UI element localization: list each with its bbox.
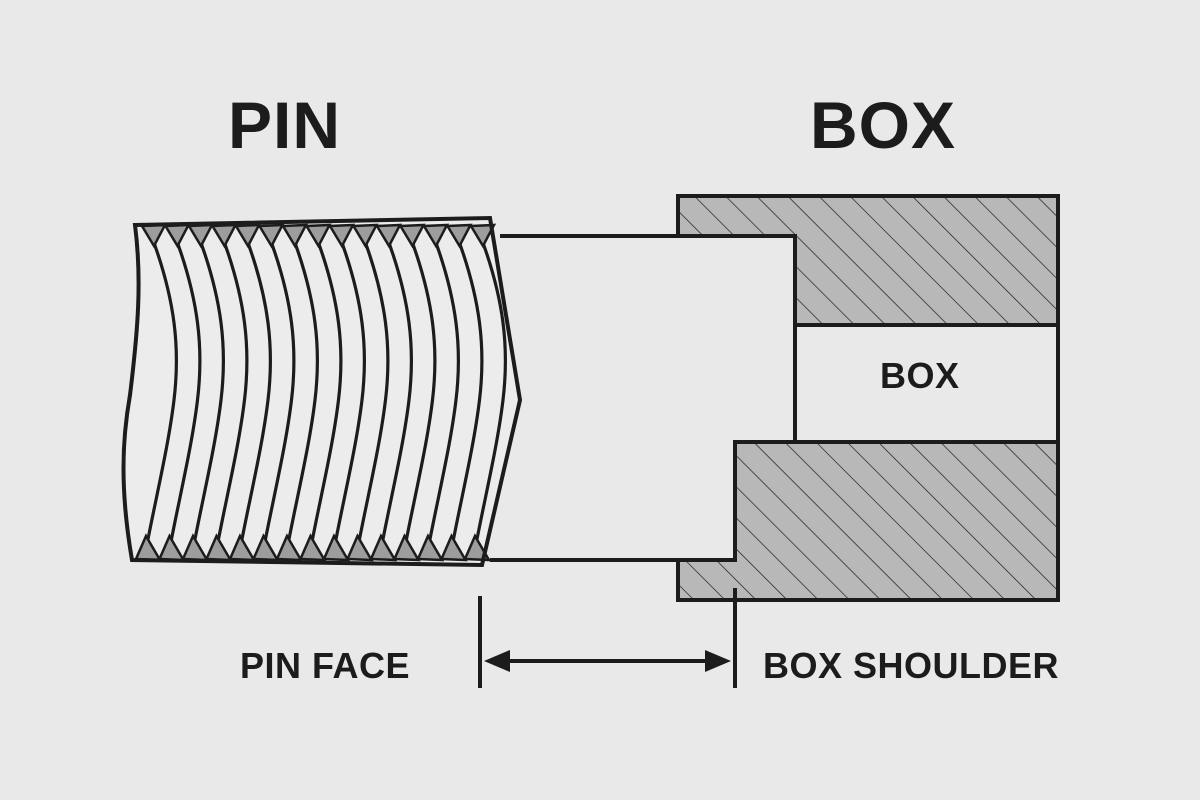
thread-tooth-top — [257, 223, 285, 249]
pin-nose — [490, 234, 797, 562]
pin-threaded-section — [121, 215, 523, 568]
thread-tooth-top — [304, 223, 332, 249]
thread-crest-line — [377, 231, 414, 561]
thread-tooth-bottom — [251, 533, 280, 562]
thread-crest-line — [142, 231, 179, 561]
box-shoulder-label: BOX SHOULDER — [763, 645, 1060, 686]
thread-tooth-top — [421, 223, 450, 249]
thread-crest-line — [400, 231, 437, 561]
thread-tooth-bottom — [275, 533, 304, 562]
thread-tooth-bottom — [322, 533, 351, 562]
pin-face-label: PIN FACE — [240, 645, 411, 686]
box-title: BOX — [810, 88, 957, 162]
thread-crest-line — [471, 231, 508, 561]
thread-tooth-bottom — [392, 533, 421, 562]
thread-tooth-bottom — [439, 533, 468, 562]
thread-crest-line — [353, 231, 390, 561]
thread-tooth-top — [445, 223, 473, 249]
thread-tooth-top — [468, 223, 497, 249]
thread-tooth-bottom — [416, 533, 445, 562]
thread-tooth-top — [327, 223, 356, 249]
thread-tooth-top — [351, 223, 379, 249]
thread-tooth-bottom — [345, 533, 374, 562]
pin-title: PIN — [228, 88, 342, 162]
thread-tooth-top — [398, 223, 426, 249]
box-bore-label: BOX — [880, 355, 960, 396]
thread-tooth-bottom — [228, 533, 257, 562]
thread-crest-line — [212, 231, 249, 561]
thread-crest-line — [165, 231, 202, 561]
thread-tooth-top — [233, 223, 262, 249]
thread-crest-line — [236, 231, 273, 561]
thread-tooth-bottom — [369, 533, 398, 562]
thread-crest-line — [283, 231, 320, 561]
thread-crest-line — [447, 231, 484, 561]
thread-tooth-top — [210, 223, 238, 249]
dimension-arrow-left — [484, 650, 510, 672]
thread-crest-line — [259, 231, 296, 561]
thread-crest-line — [189, 231, 226, 561]
thread-tooth-top — [280, 223, 309, 249]
thread-crest-line — [424, 231, 461, 561]
thread-tooth-bottom — [298, 533, 327, 562]
thread-crest-line — [330, 231, 367, 561]
dimension-arrow-right — [705, 650, 731, 672]
thread-tooth-top — [374, 223, 403, 249]
thread-crest-line — [306, 231, 343, 561]
